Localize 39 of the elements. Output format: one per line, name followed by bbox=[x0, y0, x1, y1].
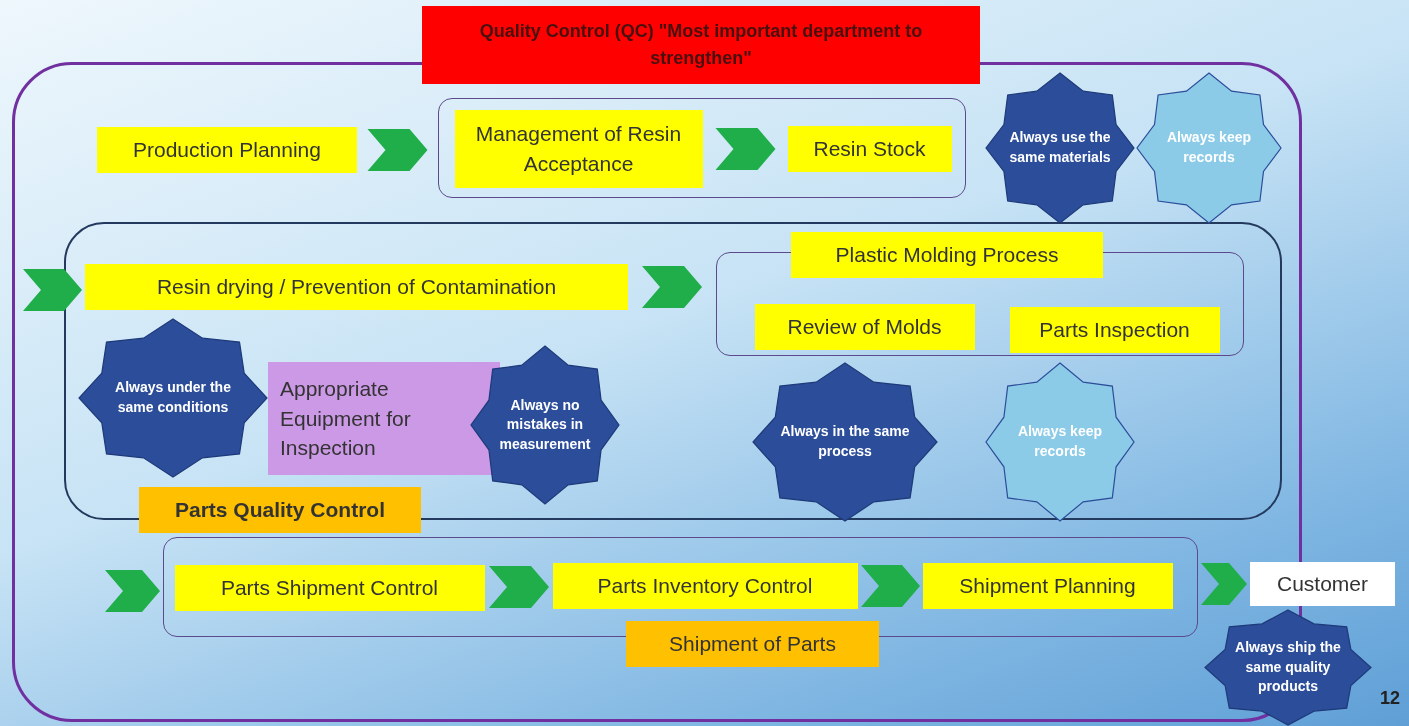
starburst-badge bbox=[1136, 72, 1282, 224]
badge-text: Always ship the same quality products bbox=[1234, 638, 1342, 697]
frame-label: Shipment of Parts bbox=[626, 621, 879, 667]
highlight-box: Resin Stock bbox=[787, 125, 952, 172]
starburst-badge bbox=[985, 72, 1135, 224]
highlight-box: Shipment Planning bbox=[922, 562, 1173, 609]
chevron-arrow bbox=[1201, 563, 1247, 605]
starburst-badge bbox=[78, 318, 268, 478]
text-box: Customer bbox=[1250, 562, 1395, 606]
highlight-box: Parts Inspection bbox=[1009, 306, 1220, 353]
chevron-arrow bbox=[367, 129, 428, 171]
chevron-arrow bbox=[23, 269, 82, 311]
chevron-arrow bbox=[715, 128, 776, 170]
page-number: 12 bbox=[1380, 688, 1401, 709]
highlight-box: Parts Inventory Control bbox=[552, 562, 858, 609]
badge-text: Always use the same materials bbox=[1008, 128, 1112, 167]
highlight-box: Parts Shipment Control bbox=[174, 564, 485, 611]
starburst-badge bbox=[470, 345, 620, 505]
highlight-box: Production Planning bbox=[97, 127, 357, 173]
badge-text: Always keep records bbox=[1016, 422, 1104, 461]
starburst-badge bbox=[752, 362, 938, 522]
starburst-badge bbox=[1204, 609, 1372, 726]
highlight-box: Resin drying / Prevention of Contamination bbox=[85, 264, 628, 310]
group-box bbox=[438, 98, 966, 198]
badge-text: Always keep records bbox=[1165, 128, 1252, 167]
starburst-badge bbox=[985, 362, 1135, 522]
title-banner: Quality Control (QC) "Most important department to strengthen" bbox=[422, 6, 980, 84]
chevron-arrow bbox=[105, 570, 160, 612]
chevron-arrow bbox=[642, 266, 702, 308]
chevron-arrow bbox=[861, 565, 920, 607]
badge-text: Always under the same conditions bbox=[114, 378, 232, 417]
frame-label: Plastic Molding Process bbox=[791, 232, 1103, 278]
badge-text: Always in the same process bbox=[779, 422, 911, 461]
badge-text: Always no mistakes in measurement bbox=[498, 395, 592, 454]
highlight-box: Review of Molds bbox=[754, 303, 975, 350]
chevron-arrow bbox=[489, 566, 549, 608]
highlight-box: Management of Resin Acceptance bbox=[454, 109, 703, 188]
frame-label: Parts Quality Control bbox=[139, 487, 421, 533]
highlight-box: Appropriate Equipment for Inspection bbox=[268, 362, 500, 475]
